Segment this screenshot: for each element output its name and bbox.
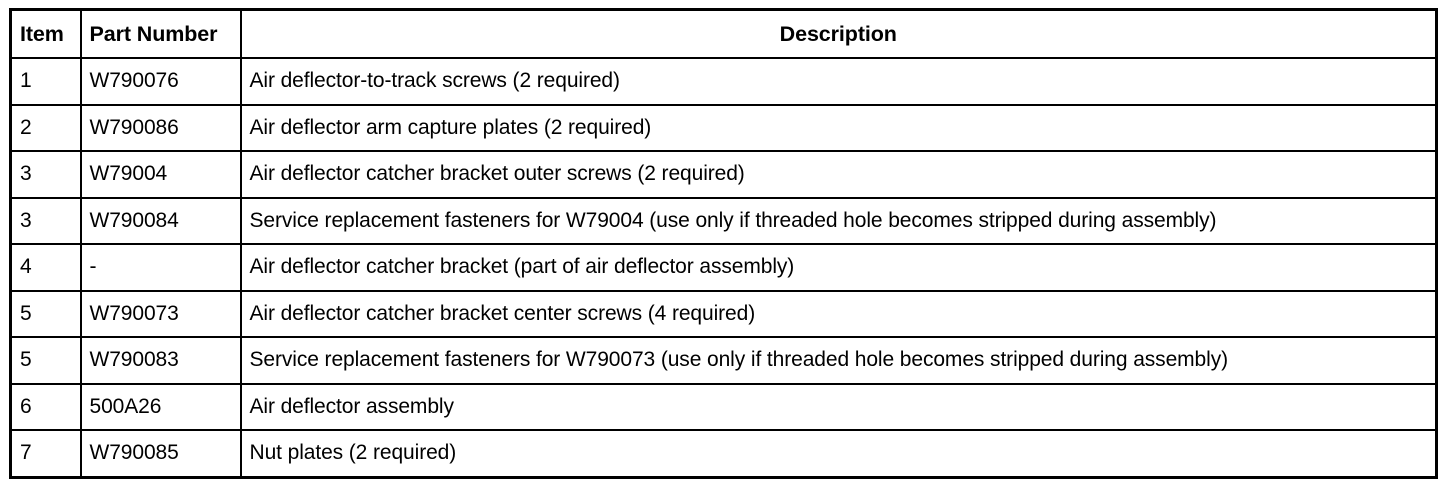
cell-item: 5 [9, 289, 82, 338]
cell-description: Service replacement fasteners for W79007… [239, 336, 1438, 385]
cell-item: 6 [9, 382, 82, 431]
cell-item: 3 [9, 196, 82, 245]
column-header-item: Item [9, 8, 82, 59]
cell-description: Nut plates (2 required) [239, 429, 1438, 478]
cell-description: Air deflector catcher bracket outer scre… [239, 150, 1438, 199]
table-header: Item Part Number Description [9, 8, 1438, 59]
column-header-description: Description [239, 8, 1438, 59]
cell-description: Air deflector catcher bracket (part of a… [239, 243, 1438, 292]
cell-description: Service replacement fasteners for W79004… [239, 196, 1438, 245]
cell-item: 2 [9, 103, 82, 152]
table-row: 4-Air deflector catcher bracket (part of… [9, 243, 1438, 292]
cell-part-number: W790084 [79, 196, 242, 245]
cell-item: 4 [9, 243, 82, 292]
cell-part-number: W79004 [79, 150, 242, 199]
table-header-row: Item Part Number Description [9, 8, 1438, 59]
cell-part-number: W790085 [79, 429, 242, 478]
cell-item: 5 [9, 336, 82, 385]
cell-item: 3 [9, 150, 82, 199]
cell-part-number: W790076 [79, 57, 242, 106]
cell-item: 7 [9, 429, 82, 478]
cell-part-number: W790073 [79, 289, 242, 338]
cell-part-number: W790083 [79, 336, 242, 385]
column-header-part-number: Part Number [79, 8, 242, 59]
cell-description: Air deflector arm capture plates (2 requ… [239, 103, 1438, 152]
cell-description: Air deflector catcher bracket center scr… [239, 289, 1438, 338]
cell-description: Air deflector assembly [239, 382, 1438, 431]
cell-part-number: 500A26 [79, 382, 242, 431]
cell-part-number: - [79, 243, 242, 292]
cell-part-number: W790086 [79, 103, 242, 152]
cell-description: Air deflector-to-track screws (2 require… [239, 57, 1438, 106]
cell-item: 1 [9, 57, 82, 106]
